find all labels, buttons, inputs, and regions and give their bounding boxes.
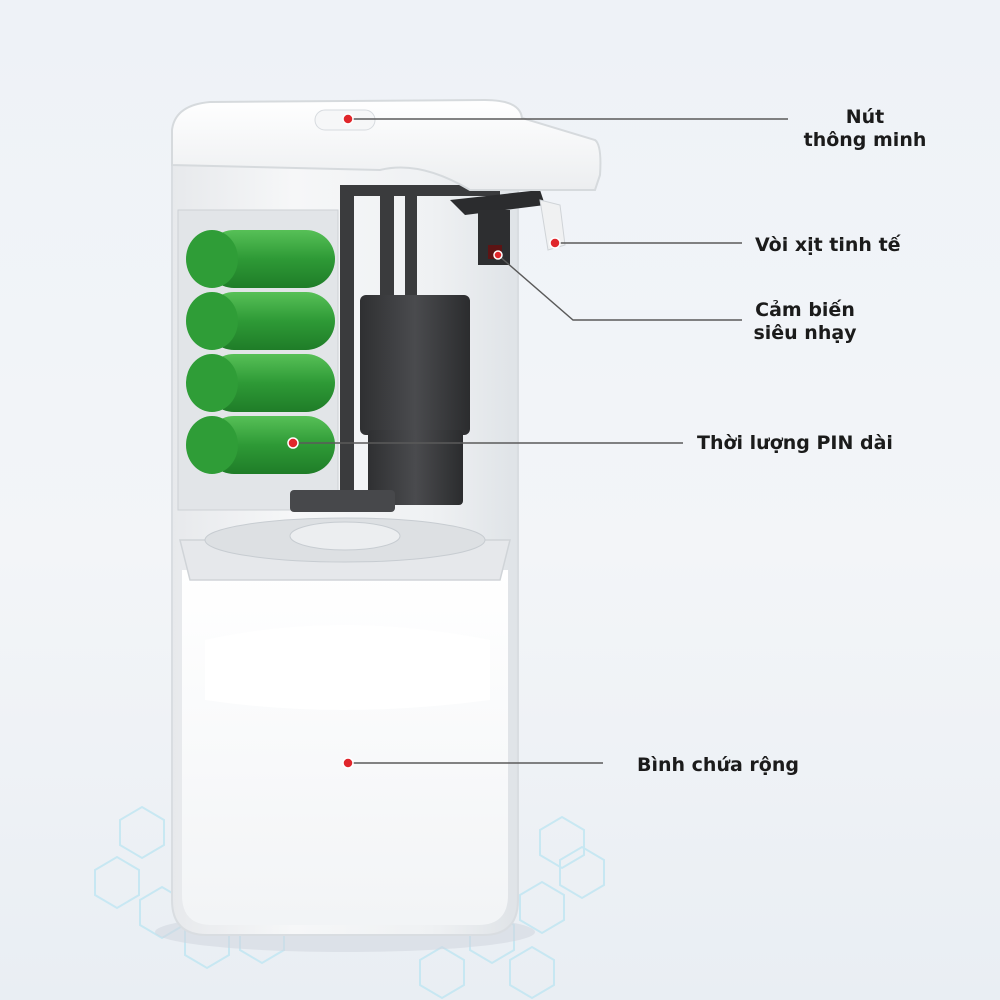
- callout-leader-lines: [293, 118, 788, 764]
- marker-battery: [287, 437, 299, 449]
- callout-nozzle: Vòi xịt tinh tế: [755, 234, 901, 257]
- marker-nozzle: [549, 237, 561, 249]
- reservoir-liquid: [182, 570, 508, 925]
- callout-battery-line-1: Thời lượng PIN dài: [697, 432, 893, 454]
- callout-smart-button: Nút thông minh: [790, 106, 940, 152]
- battery-compartment: [177, 209, 339, 511]
- top-cap: [171, 98, 602, 191]
- battery-cell: [186, 416, 335, 474]
- callout-nozzle-line-1: Vòi xịt tinh tế: [755, 234, 901, 256]
- battery-cell: [186, 354, 335, 412]
- callout-sensor-line-1: Cảm biến: [755, 299, 855, 321]
- battery-cell: [186, 292, 335, 350]
- leader-line-sensor: [497, 254, 742, 321]
- marker-smart-button: [342, 113, 354, 125]
- callout-markers: [287, 113, 561, 769]
- pump-mechanism: [290, 185, 500, 512]
- callout-reservoir-line-1: Bình chứa rộng: [637, 754, 799, 776]
- callout-sensor: Cảm biến siêu nhạy: [745, 299, 865, 345]
- callout-smart-button-line-2: thông minh: [803, 129, 927, 151]
- battery-cell: [186, 230, 335, 288]
- callout-smart-button-line-1: Nút: [845, 106, 885, 128]
- callout-sensor-line-2: siêu nhạy: [753, 322, 857, 344]
- callout-battery: Thời lượng PIN dài: [697, 432, 893, 455]
- marker-sensor: [493, 250, 503, 260]
- callout-reservoir: Bình chứa rộng: [637, 754, 799, 777]
- marker-reservoir: [342, 757, 354, 769]
